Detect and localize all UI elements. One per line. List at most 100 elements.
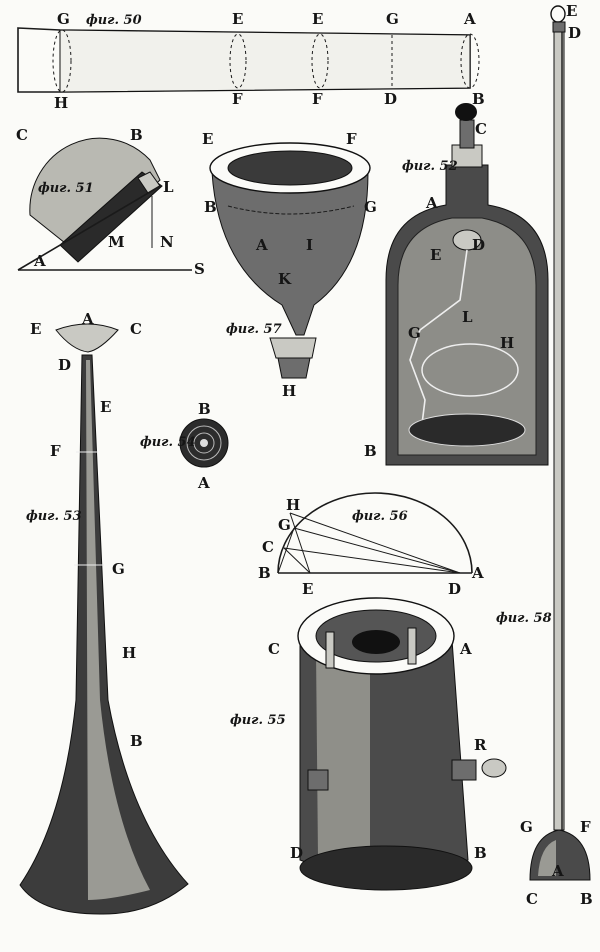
fig52-label-L: L [462,308,473,326]
figure-51: C B фиг. 51 L M N A S [16,126,205,278]
fig58-top-ball [550,5,566,23]
fig56-chord-1 [289,512,311,574]
fig53-label-E2: E [100,398,111,416]
fig58-label-B: B [580,890,593,908]
figure-52: C фиг. 52 A E D G L H B [364,103,549,466]
fig50-label-E2: E [312,10,323,28]
fig55-label-C: C [268,640,280,658]
fig50-label-G2: G [386,10,399,28]
fig56-label-H: H [286,496,300,514]
fig52-jar-highlight [397,217,537,456]
fig58-top-cap [552,21,566,33]
fig56-label-E: E [302,580,313,598]
fig58-label-C: C [526,890,538,908]
fig52-label-A: A [425,194,438,212]
fig53-label-G: G [112,560,125,578]
fig57-zigzag [227,205,355,215]
fig52-label-H: H [500,334,514,352]
fig50-section-GH [52,29,72,93]
fig52-label-E: E [430,246,441,264]
fig57-label-I: I [306,236,313,254]
fig55-label-A: A [459,640,472,658]
fig53-horn [19,354,189,915]
fig53-caption: фиг. 53 [26,509,82,524]
fig50-label-H: H [54,94,68,112]
figure-56: H G фиг. 56 C B E D A [258,492,484,598]
fig55-label-B: B [474,844,487,862]
fig55-base-ring [299,845,473,891]
fig56-chord-3 [283,547,311,574]
fig52-label-D: D [472,236,485,254]
fig57-spout-tip [277,357,311,379]
fig57-label-B: B [204,198,217,216]
fig50-section-AB [460,33,480,89]
fig57-spout [269,337,317,359]
fig52-ring [421,343,519,397]
fig51-rim [59,171,163,263]
fig53-label-C: C [130,320,142,338]
fig56-label-C: C [262,538,274,556]
fig55-label-R: R [474,736,487,754]
fig58-label-D: D [568,24,581,42]
fig51-label-N: N [160,233,174,251]
fig55-post-left [325,631,335,669]
figure-50: G фиг. 50 E E G A H F F D B [17,10,485,112]
fig56-ray-C [283,547,461,574]
figure-55: C A фиг. 55 R D B [230,597,507,891]
fig51-label-S: S [194,260,205,278]
fig57-label-K: K [278,270,292,288]
fig58-bell-highlight [538,840,556,876]
fig54-ring-2 [193,432,215,454]
fig50-tube-body [59,29,471,93]
fig56-ray-H [289,512,461,574]
fig51-hemisphere [29,137,161,256]
fig50-section-EF [229,33,247,89]
fig52-knob [455,103,477,121]
fig51-caption: фиг. 51 [38,181,94,196]
fig51-label-L: L [163,178,174,196]
fig55-wing-nut [481,758,507,778]
fig56-label-G: G [278,516,291,534]
fig58-label-E: E [566,2,577,20]
fig53-label-A: A [81,310,94,328]
figure-58: E D фиг. 58 G F A C B [496,2,593,908]
fig57-funnel-body [211,171,369,336]
fig56-caption: фиг. 56 [352,509,408,524]
fig56-label-A: A [471,564,484,582]
fig52-stem [459,119,475,149]
fig53-mouthpiece [55,323,119,353]
fig51-label-B: B [130,126,143,144]
fig52-base-dish [408,413,526,447]
fig57-caption: фиг. 57 [226,322,282,337]
fig58-caption: фиг. 58 [496,611,552,626]
fig50-label-A: A [463,10,476,28]
fig54-center [200,439,208,447]
fig55-post-right [407,627,417,665]
figure-54: B фиг. 54 A [140,400,229,492]
fig51-label-C: C [16,126,28,144]
fig50-section-EF2 [311,33,329,89]
fig55-screw-right [451,759,477,781]
fig50-label-G: G [57,10,70,28]
fig57-rim-inner [227,150,353,186]
figure-53: E A C D E F фиг. 53 G H B [19,310,189,915]
fig55-label-D: D [290,844,303,862]
fig53-label-H: H [122,644,136,662]
fig54-label-A: A [197,474,210,492]
fig57-label-E: E [202,130,213,148]
fig52-wire [409,249,468,441]
fig54-label-B: B [198,400,211,418]
fig57-label-H: H [282,382,296,400]
fig51-label-A: A [33,252,46,270]
fig53-label-E1: E [30,320,41,338]
fig57-label-F: F [346,130,357,148]
fig58-label-G: G [520,818,533,836]
fig50-label-B: B [472,90,485,108]
fig58-label-A: A [551,862,564,880]
fig53-label-D: D [58,356,71,374]
fig57-label-G: G [364,198,377,216]
fig58-label-F: F [580,818,591,836]
fig50-caption: фиг. 50 [86,13,142,28]
